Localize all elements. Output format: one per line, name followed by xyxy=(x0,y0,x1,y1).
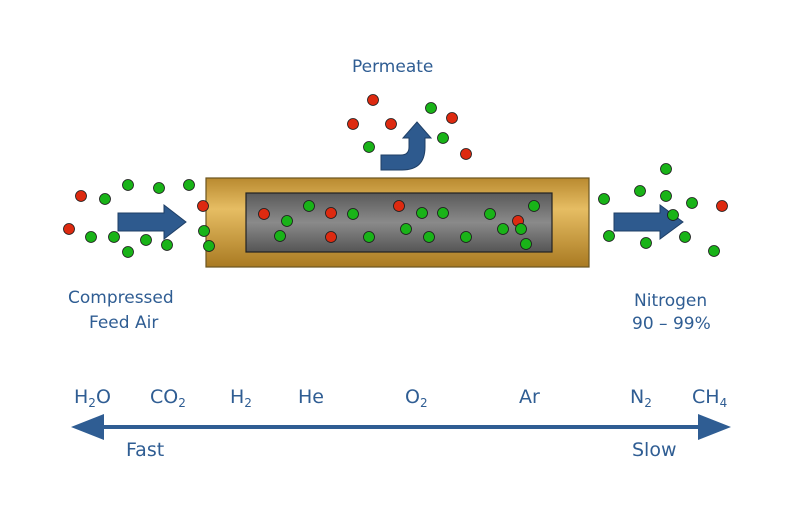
feed-arrow-icon xyxy=(117,203,187,241)
nitrogen-molecule xyxy=(660,190,672,202)
nitrogen-molecule xyxy=(416,207,428,219)
nitrogen-molecule xyxy=(363,231,375,243)
nitrogen-molecule xyxy=(122,246,134,258)
oxygen-molecule xyxy=(63,223,75,235)
nitrogen-molecule xyxy=(497,223,509,235)
nitrogen-molecule xyxy=(85,231,97,243)
oxygen-molecule xyxy=(75,190,87,202)
nitrogen-molecule xyxy=(660,163,672,175)
oxygen-molecule xyxy=(446,112,458,124)
oxygen-molecule xyxy=(385,118,397,130)
nitrogen-molecule xyxy=(686,197,698,209)
oxygen-molecule xyxy=(393,200,405,212)
nitrogen-molecule xyxy=(400,223,412,235)
nitrogen-molecule xyxy=(460,231,472,243)
fast-label: Fast xyxy=(126,439,165,461)
gas-label-ar: Ar xyxy=(519,386,540,408)
oxygen-molecule xyxy=(325,207,337,219)
gas-label-ch4: CH4 xyxy=(692,386,728,410)
nitrogen-molecule xyxy=(99,193,111,205)
nitrogen-molecule xyxy=(437,207,449,219)
nitrogen-molecule xyxy=(303,200,315,212)
nitrogen-molecule xyxy=(528,200,540,212)
nitrogen-molecule xyxy=(122,179,134,191)
nitrogen-molecule xyxy=(667,209,679,221)
nitrogen-molecule xyxy=(425,102,437,114)
nitrogen-molecule xyxy=(281,215,293,227)
slow-arrowhead-icon xyxy=(698,414,731,440)
oxygen-molecule xyxy=(367,94,379,106)
gas-label-co2: CO2 xyxy=(150,386,186,410)
fast-arrowhead-icon xyxy=(71,414,104,440)
nitrogen-molecule xyxy=(183,179,195,191)
nitrogen-molecule xyxy=(153,182,165,194)
nitrogen-molecule xyxy=(423,231,435,243)
oxygen-molecule xyxy=(460,148,472,160)
feed-label-line1: Compressed xyxy=(68,288,174,308)
nitrogen-molecule xyxy=(198,225,210,237)
oxygen-molecule xyxy=(197,200,209,212)
gas-label-h2: H2 xyxy=(230,386,252,410)
product-arrow-icon xyxy=(613,204,684,240)
nitrogen-molecule xyxy=(598,193,610,205)
gas-label-he: He xyxy=(298,386,324,408)
slow-label: Slow xyxy=(632,439,677,461)
permeate-label: Permeate xyxy=(352,57,434,77)
nitrogen-molecule xyxy=(634,185,646,197)
nitrogen-molecule xyxy=(347,208,359,220)
nitrogen-molecule xyxy=(603,230,615,242)
nitrogen-molecule xyxy=(484,208,496,220)
gas-label-n2: N2 xyxy=(630,386,652,410)
gas-label-h2o: H2O xyxy=(74,386,111,410)
nitrogen-molecule xyxy=(520,238,532,250)
feed-label-line2: Feed Air xyxy=(89,313,159,333)
nitrogen-molecule xyxy=(274,230,286,242)
nitrogen-molecule xyxy=(203,240,215,252)
nitrogen-molecule xyxy=(363,141,375,153)
product-label-line1: Nitrogen xyxy=(634,291,708,311)
nitrogen-molecule xyxy=(437,132,449,144)
oxygen-molecule xyxy=(716,200,728,212)
product-label-line2: 90 – 99% xyxy=(632,314,711,334)
nitrogen-molecule xyxy=(108,231,120,243)
oxygen-molecule xyxy=(347,118,359,130)
nitrogen-molecule xyxy=(140,234,152,246)
nitrogen-molecule xyxy=(708,245,720,257)
nitrogen-molecule xyxy=(640,237,652,249)
gas-label-o2: O2 xyxy=(405,386,428,410)
nitrogen-molecule xyxy=(161,239,173,251)
oxygen-molecule xyxy=(258,208,270,220)
permeate-arrow-icon xyxy=(380,121,433,171)
nitrogen-molecule xyxy=(515,223,527,235)
nitrogen-molecule xyxy=(679,231,691,243)
oxygen-molecule xyxy=(325,231,337,243)
